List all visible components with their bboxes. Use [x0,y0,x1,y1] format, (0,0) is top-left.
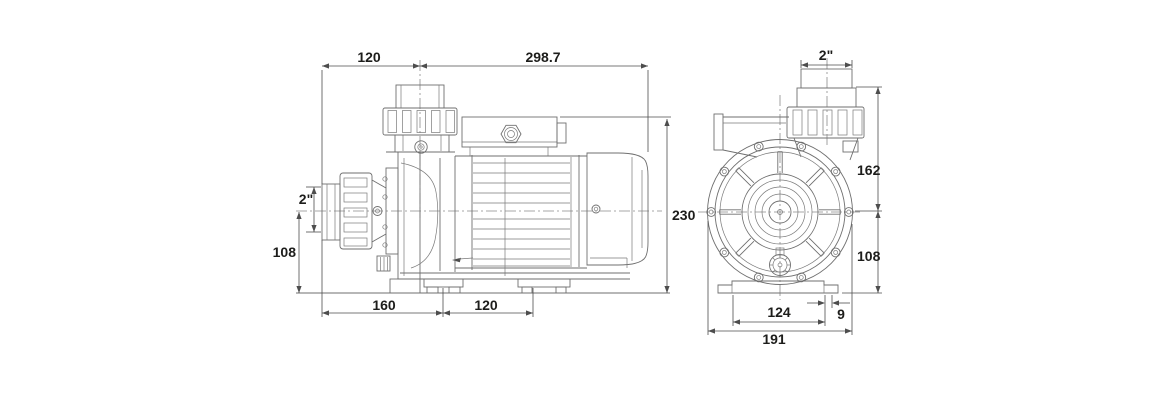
front-outlet-shoulder [796,87,857,108]
front-base [717,280,839,294]
front-view: 2" 162 108 124 9 [698,47,882,347]
outlet-assembly [382,84,458,136]
front-union-nut [786,106,865,139]
motor-body [454,152,649,276]
side-view: 120 298.7 2" 108 230 [273,49,696,317]
side-drain-plug [376,255,391,272]
pump-face-outer-ring [707,139,853,285]
inlet-union-nut [339,172,373,250]
bracket-foot [389,278,421,294]
inlet-pipe-stub [321,183,341,241]
dim-inlet-size: 2" [299,191,313,207]
rear-foot [517,278,571,288]
inlet-assembly [321,167,399,255]
dim-overall-height: 230 [672,207,696,223]
base-and-feet [296,272,670,294]
shaft-hub [768,200,792,224]
dim-inlet-to-outlet: 120 [357,49,381,65]
dim-outlet-size: 2" [819,47,833,63]
volute-scroll [400,162,439,269]
pump-casing [376,135,474,280]
dim-outlet-top-to-center: 162 [857,162,881,178]
flange-bolts [706,141,854,283]
flange-bolt-icon [372,206,383,216]
side-view-dimensions: 120 298.7 2" 108 230 [273,49,696,317]
casing-bolt-icon [414,140,428,154]
leader-arrow-icon [452,257,461,263]
motor-bolt-icon [591,204,601,214]
face-ribs [719,151,841,257]
dim-foot-hole-span: 124 [767,304,791,320]
dim-overall-width: 191 [762,331,786,347]
dim-inlet-to-front-foot: 160 [372,297,396,313]
front-drain-plug [769,247,791,276]
front-outlet-pipe [800,68,853,89]
dim-inlet-center-height: 108 [273,244,297,260]
terminal-box-tab [556,122,567,144]
dim-foot-hole-offset: 9 [837,306,845,322]
drain-plug-castellations [769,254,791,276]
terminal-box [461,116,567,156]
front-view-dimensions: 2" 162 108 124 9 [707,47,882,347]
front-right-tab [842,140,859,153]
dim-outlet-to-motor-end: 298.7 [525,49,560,65]
outlet-union-nut [382,107,458,136]
cable-gland-icon [500,124,522,144]
front-outlet-assembly [786,68,865,161]
motor-end-cap [586,152,649,266]
motor-cooling-fins [473,162,570,267]
dim-foot-spacing: 120 [474,297,498,313]
front-foot [423,278,464,288]
bracket-plate [397,151,421,280]
front-left-bracket [713,113,789,158]
dim-center-to-base: 108 [857,248,881,264]
